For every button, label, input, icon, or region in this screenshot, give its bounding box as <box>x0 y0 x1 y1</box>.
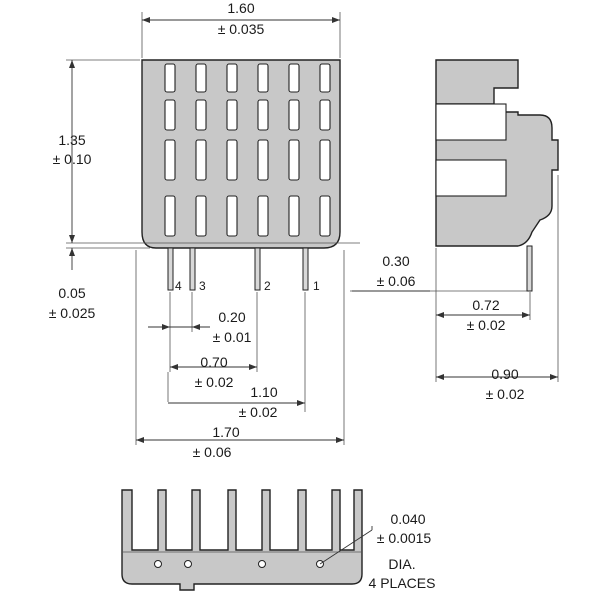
bottom-body <box>121 489 363 591</box>
fin-slot <box>257 99 269 131</box>
dim-pin-spacing <box>148 292 306 412</box>
dim-spacing-42-tol: ± 0.02 <box>195 374 234 390</box>
pin-label-1: 1 <box>313 279 320 293</box>
pin-label-3: 3 <box>199 279 206 293</box>
dim-width <box>141 12 341 58</box>
dim-hole-note-dia: DIA. <box>388 556 415 572</box>
dim-standoff-value: 0.05 <box>58 285 85 301</box>
side-fin-gap <box>435 159 507 197</box>
mounting-hole <box>258 560 266 568</box>
pin-4 <box>167 247 174 291</box>
dim-hole-note-places: 4 PLACES <box>369 575 436 591</box>
fin-slot <box>226 139 238 181</box>
side-view <box>435 59 559 382</box>
dim-depth-value: 0.90 <box>491 366 518 382</box>
fin-slot <box>195 139 207 181</box>
fin-slot <box>319 195 331 237</box>
dim-spacing-34-tol: ± 0.01 <box>213 329 252 345</box>
dim-spacing-34-value: 0.20 <box>218 309 245 325</box>
fin-slot <box>164 99 176 131</box>
fin-slot <box>195 195 207 237</box>
fin-slots <box>164 63 331 237</box>
fin-slot <box>319 99 331 131</box>
bottom-view <box>121 489 373 591</box>
fin-slot <box>319 139 331 181</box>
pin-2 <box>254 247 261 291</box>
fin-slot <box>226 195 238 237</box>
mounting-hole <box>154 560 162 568</box>
dim-spacing-41-value: 1.10 <box>250 384 277 400</box>
dim-pin-length-tol: ± 0.06 <box>377 273 416 289</box>
dim-base-width-tol: ± 0.06 <box>193 444 232 460</box>
fin-slot <box>257 139 269 181</box>
dim-standoff-tol: ± 0.025 <box>49 305 96 321</box>
dim-depth-tol: ± 0.02 <box>486 386 525 402</box>
fin-slot <box>164 195 176 237</box>
dim-base-width <box>135 250 345 445</box>
fin-slot <box>226 63 238 93</box>
dim-base-width-value: 1.70 <box>212 424 239 440</box>
side-body <box>435 59 559 247</box>
side-pin <box>526 245 533 292</box>
fin-slot <box>319 63 331 93</box>
dim-width-value: 1.60 <box>227 0 254 16</box>
pin-1 <box>302 247 309 291</box>
front-view: 4 3 2 1 <box>141 59 341 293</box>
fin-slot <box>288 195 300 237</box>
fin-slot <box>164 63 176 93</box>
dim-hole-tol: ± 0.0015 <box>377 530 432 546</box>
dim-pin-length-value: 0.30 <box>382 253 409 269</box>
front-pins <box>167 247 309 291</box>
dim-spacing-41-tol: ± 0.02 <box>239 404 278 420</box>
dim-side-pin-value: 0.72 <box>472 297 499 313</box>
fin-slot <box>288 99 300 131</box>
fin-slot <box>257 195 269 237</box>
side-fin-gap <box>435 103 507 141</box>
dim-width-tol: ± 0.035 <box>218 21 265 37</box>
dim-height <box>66 59 360 270</box>
fin-slot <box>288 63 300 93</box>
mounting-hole <box>184 560 192 568</box>
fin-slot <box>257 63 269 93</box>
fin-slot <box>195 63 207 93</box>
fin-slot <box>226 99 238 131</box>
fin-slot <box>164 139 176 181</box>
dim-height-value: 1.35 <box>58 132 85 148</box>
dim-spacing-42-value: 0.70 <box>200 354 227 370</box>
dim-hole-value: 0.040 <box>390 511 425 527</box>
pin-label-2: 2 <box>264 279 271 293</box>
fin-slot <box>195 99 207 131</box>
dim-side-pin-tol: ± 0.02 <box>467 317 506 333</box>
dim-height-tol: ± 0.10 <box>53 151 92 167</box>
pin-label-4: 4 <box>175 279 182 293</box>
fin-slot <box>288 139 300 181</box>
pin-3 <box>189 247 196 291</box>
